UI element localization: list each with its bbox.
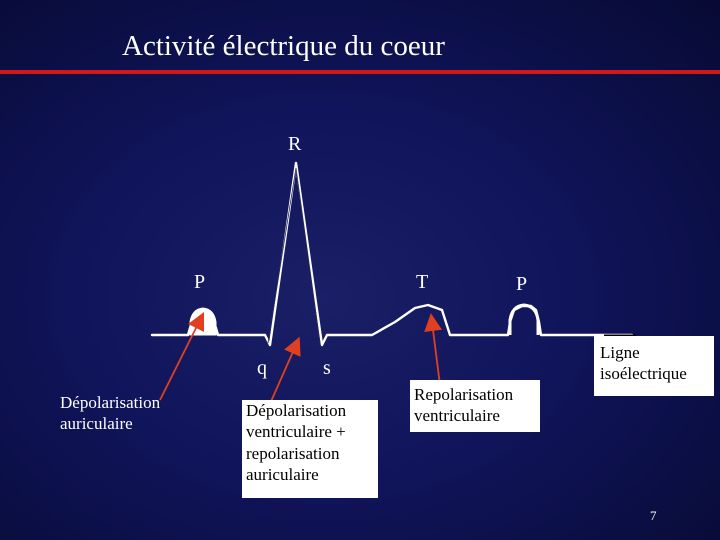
annotation-ventricular-depolarization: Dépolarisation ventriculaire + repolaris… bbox=[242, 400, 378, 498]
p-wave-2 bbox=[508, 303, 540, 335]
annotation-line: Repolarisation bbox=[414, 385, 514, 404]
arrow-auricular bbox=[159, 311, 205, 401]
slide-title: Activité électrique du coeur bbox=[122, 30, 445, 62]
annotation-line: Dépolarisation bbox=[60, 393, 161, 412]
label-t-wave: T bbox=[416, 271, 429, 293]
title-underline bbox=[0, 70, 720, 74]
label-s-wave: s bbox=[323, 357, 331, 379]
label-p-wave-2: P bbox=[516, 273, 528, 295]
ecg-trace-shadow bbox=[267, 167, 321, 344]
annotation-line: ventriculaire + bbox=[246, 422, 346, 442]
page-number: 7 bbox=[650, 508, 657, 523]
label-q-wave: q bbox=[257, 357, 267, 379]
annotation-auricular-depolarization: Dépolarisation auriculaire bbox=[60, 392, 160, 435]
annotation-line: auriculaire bbox=[60, 414, 133, 434]
annotation-line: ventriculaire bbox=[414, 406, 500, 426]
label-p-wave-1: P bbox=[194, 271, 206, 293]
annotation-line: isoélectrique bbox=[600, 364, 687, 384]
ecg-trace bbox=[150, 161, 634, 347]
annotation-line: auriculaire bbox=[246, 464, 319, 484]
arrow-repolarization bbox=[424, 313, 443, 386]
annotation-ventricular-repolarization: Repolarisation ventriculaire bbox=[410, 380, 540, 432]
annotation-line: Ligne bbox=[600, 343, 640, 362]
annotation-line: Dépolarisation bbox=[246, 401, 347, 420]
label-r-wave: R bbox=[288, 133, 302, 155]
annotation-isoelectric-line: Ligne isoélectrique bbox=[594, 336, 714, 396]
annotation-line: repolarisation bbox=[246, 443, 340, 463]
